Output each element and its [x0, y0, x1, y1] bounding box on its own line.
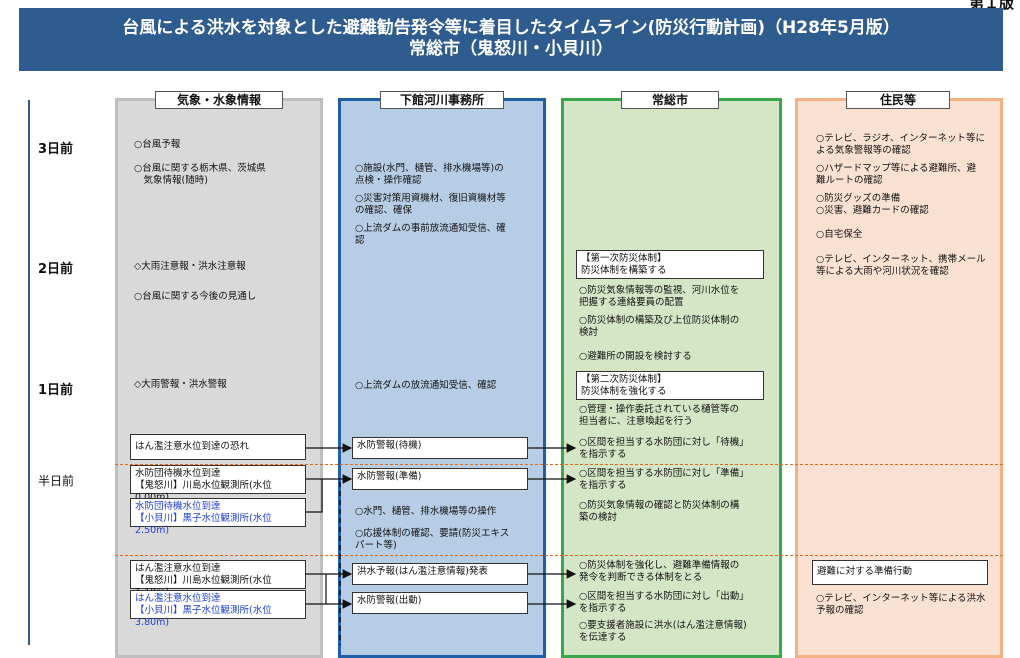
time-label-2days: 2日前	[38, 262, 74, 277]
weather-box: 水防団待機水位到達【小貝川】黒子水位観測所(水位2.50m)	[130, 498, 306, 536]
title-line-2: 常総市（鬼怒川・小貝川）	[409, 39, 613, 59]
joso-item: ○区間を担当する水防団に対し「待機」を指示する	[579, 437, 749, 460]
residents-item: ○自宅保全	[816, 229, 863, 240]
weather-item: ○台風に関する今後の見通し	[134, 291, 257, 302]
weather-box: 水防団待機水位到達【鬼怒川】川島水位観測所(水位0.00m)	[130, 465, 306, 503]
weather-item: ○台風に関する栃木県、茨城県 気象情報(随時)	[134, 163, 266, 186]
joso-item: ○区間を担当する水防団に対し「準備」を指示する	[579, 468, 749, 491]
time-label-halfday: 半日前	[38, 474, 75, 488]
weather-box: はん濫注意水位到達【鬼怒川】川島水位観測所(水位1.10m)	[130, 560, 306, 598]
weather-item: ◇大雨注意報・洪水注意報	[134, 261, 246, 272]
column-header-shimodate: 下館河川事務所	[380, 91, 504, 109]
joso-item: ○管理・操作委託されている樋管等の担当者に、注意喚起を行う	[579, 404, 740, 427]
column-header-weather: 気象・水象情報	[155, 91, 283, 109]
alert-divider	[115, 555, 1003, 556]
timeline-axis	[28, 100, 30, 645]
arrow-line	[306, 479, 323, 513]
weather-box: はん濫注意水位到達【小貝川】黒子水位観測所(水位3.80m)	[130, 590, 306, 628]
shimodate-item: ○応援体制の確認、要請(防災エキスパート等)	[355, 528, 510, 551]
joso-item: ○防災気象情報の確認と防災体制の構築の検討	[579, 500, 740, 523]
shimodate-box: 洪水予報(はん濫注意情報)発表	[352, 563, 528, 585]
joso-box: 【第一次防災体制】防災体制を構築する	[576, 250, 764, 279]
weather-item: ◇大雨警報・洪水警報	[134, 379, 227, 390]
residents-item: ○テレビ、インターネット、携帯メール等による大雨や河川状況を確認	[816, 254, 986, 277]
joso-item: ○防災体制を強化し、避難準備情報の発令を判断できる体制をとる	[579, 560, 740, 583]
time-label-3days: 3日前	[38, 142, 74, 157]
title-banner: 台風による洪水を対象とした避難勧告発令等に着目したタイムライン(防災行動計画)（…	[19, 8, 1003, 71]
shimodate-item: ○上流ダムの放流通知受信、確認	[355, 380, 497, 391]
shimodate-item: ○上流ダムの事前放流通知受信、確認	[355, 223, 506, 246]
title-line-1: 台風による洪水を対象とした避難勧告発令等に着目したタイムライン(防災行動計画)（…	[122, 18, 900, 38]
residents-item: ○防災グッズの準備	[816, 193, 901, 204]
residents-item: ○テレビ、インターネット等による洪水予報の確認	[816, 593, 986, 616]
time-label-1day: 1日前	[38, 383, 74, 398]
arrow-line	[306, 574, 327, 605]
column-header-joso: 常総市	[621, 91, 719, 109]
shimodate-item: ○災害対策用資機材、復旧資機材等の確認、確保	[355, 193, 506, 216]
residents-item: ○ハザードマップ等による避難所、避難ルートの確認	[816, 163, 977, 186]
residents-item: ○テレビ、ラジオ、インターネット等による気象警報等の確認	[816, 133, 986, 156]
residents-item: ○災害、避難カードの確認	[816, 205, 929, 216]
shimodate-item: ○水門、樋管、排水機場等の操作	[355, 506, 497, 517]
joso-item: ○要支援者施設に洪水(はん濫注意情報)を伝達する	[579, 620, 747, 643]
shimodate-box: 水防警報(出動)	[352, 592, 528, 614]
shimodate-item: ○施設(水門、樋管、排水機場等)の点検・操作確認	[355, 163, 504, 186]
joso-item: ○避難所の開設を検討する	[579, 351, 692, 362]
joso-box: 【第二次防災体制】防災体制を強化する	[576, 371, 764, 400]
shimodate-box: 水防警報(準備)	[352, 468, 528, 490]
weather-box: はん濫注意水位到達の恐れ	[130, 434, 306, 460]
shimodate-box: 水防警報(待機)	[352, 437, 528, 459]
weather-item: ○台風予報	[134, 139, 181, 150]
joso-item: ○区間を担当する水防団に対し「出動」を指示する	[579, 591, 749, 614]
halfday-divider	[115, 464, 1003, 465]
joso-item: ○防災気象情報等の監視、河川水位を把握する連絡要員の配置	[579, 285, 740, 308]
column-header-residents: 住民等	[846, 91, 950, 109]
residents-box: 避難に対する準備行動	[812, 560, 988, 585]
joso-item: ○防災体制の構築及び上位防災体制の検討	[579, 315, 740, 338]
